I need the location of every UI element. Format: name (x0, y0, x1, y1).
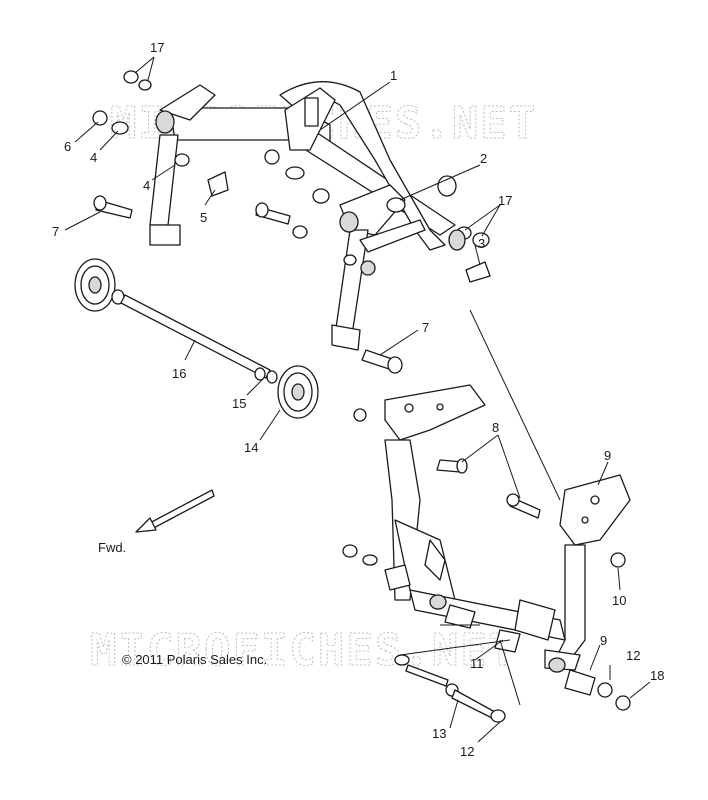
callout-5: 5 (200, 210, 207, 225)
callout-11: 11 (470, 656, 484, 671)
idler-wheel-left (74, 258, 116, 312)
leader-lines (64, 56, 651, 743)
callout-18: 18 (650, 668, 664, 683)
callout-9-bottom: 9 (600, 633, 607, 648)
callout-10: 10 (612, 593, 626, 608)
callout-9-top: 9 (604, 448, 611, 463)
callout-14: 14 (244, 440, 258, 455)
copyright-notice: © 2011 Polaris Sales Inc. (122, 652, 267, 667)
watermark-bottom: MICROFICHES.NET (90, 625, 517, 676)
idler-spacer (254, 367, 266, 381)
callout-1: 1 (390, 68, 397, 83)
upper-hardware (92, 70, 491, 374)
callout-12-right: 12 (626, 648, 640, 663)
front-torque-arm (384, 384, 631, 671)
idler-washer-right (266, 370, 278, 384)
callout-numbers: 17 1 2 6 4 4 5 7 17 3 7 16 15 14 8 9 10 … (52, 40, 664, 759)
callout-7-left: 7 (52, 224, 59, 239)
callout-12-bottom: 12 (460, 744, 474, 759)
callout-4-lower: 4 (143, 178, 150, 193)
idler-wheel-right (277, 365, 319, 419)
callout-17-right: 17 (498, 193, 512, 208)
callout-6: 6 (64, 139, 71, 154)
callout-3: 3 (478, 236, 485, 251)
forward-arrow (135, 489, 215, 533)
callout-8: 8 (492, 420, 499, 435)
callout-17-top: 17 (150, 40, 164, 55)
callout-16: 16 (172, 366, 186, 381)
idler-axle (120, 294, 271, 379)
callout-4-upper: 4 (90, 150, 97, 165)
forward-label: Fwd. (98, 540, 126, 555)
callout-13: 13 (432, 726, 446, 741)
lower-hardware (342, 408, 631, 723)
callout-2: 2 (480, 151, 487, 166)
callout-15: 15 (232, 396, 246, 411)
callout-7-right: 7 (422, 320, 429, 335)
